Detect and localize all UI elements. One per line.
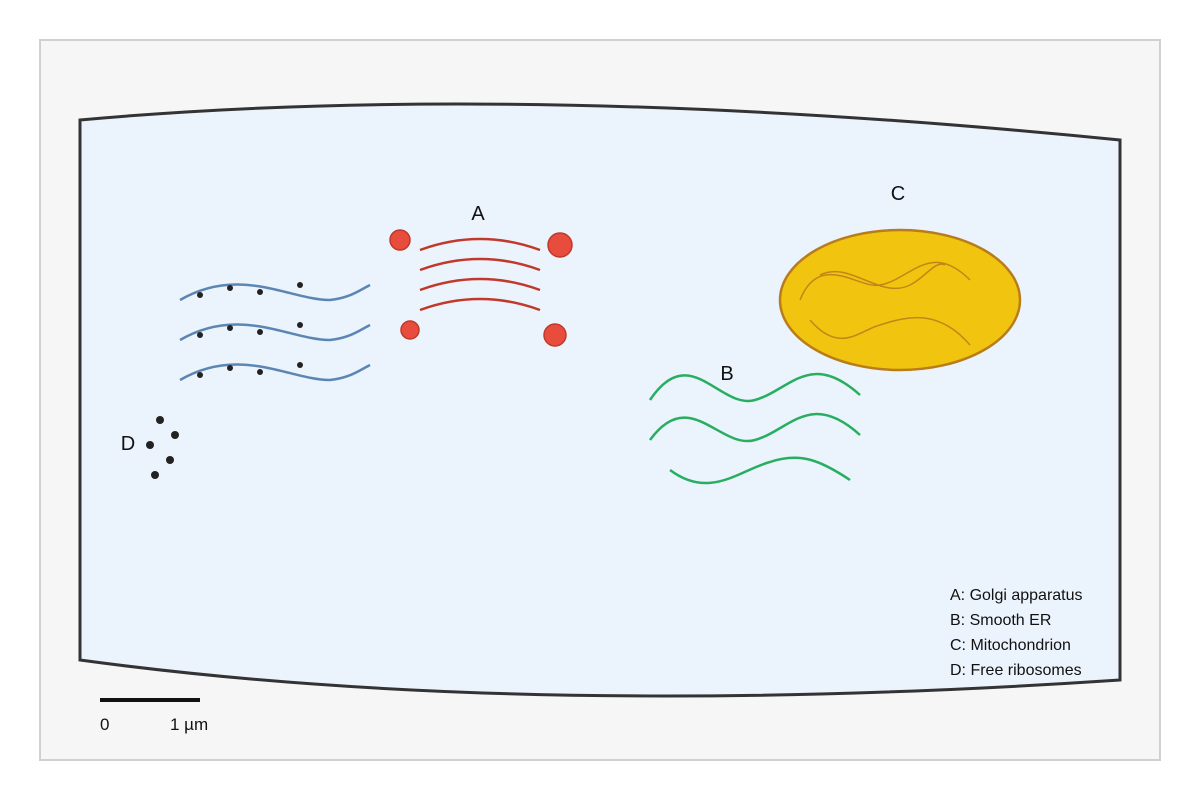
legend-item-mitochondrion: C: Mitochondrion — [950, 637, 1071, 654]
vesicle — [543, 323, 567, 347]
crista — [809, 316, 971, 346]
vesicle — [400, 320, 420, 340]
cristae — [799, 261, 971, 346]
free-ribosome — [146, 441, 154, 449]
label-smooth-er: B — [720, 363, 733, 385]
rough-er-membrane — [179, 323, 371, 342]
smooth-er-tubule — [648, 413, 861, 443]
bound-ribosome — [297, 322, 303, 328]
smooth-er-tubule — [648, 373, 861, 403]
bound-ribosome — [227, 285, 233, 291]
free-ribosome — [156, 416, 164, 424]
crista — [819, 263, 946, 290]
mitochondrion-outer-membrane — [778, 228, 1022, 372]
legend-item-ribosomes: D: Free ribosomes — [950, 662, 1082, 679]
cell-membrane — [78, 102, 1122, 698]
bound-ribosome — [257, 289, 263, 295]
bound-ribosome — [297, 282, 303, 288]
legend-item-golgi: A: Golgi apparatus — [950, 587, 1083, 604]
golgi-cisterna — [419, 257, 541, 272]
free-ribosomes — [146, 416, 179, 479]
golgi-cisterna — [419, 297, 541, 312]
vesicle — [389, 229, 411, 251]
scale-bar: 0 1 µm — [100, 698, 208, 734]
bound-ribosome — [197, 332, 203, 338]
free-ribosome — [151, 471, 159, 479]
golgi-cisterna — [419, 237, 541, 252]
bound-ribosome — [227, 365, 233, 371]
bound-ribosome — [297, 362, 303, 368]
scale-bar-start-label: 0 — [100, 715, 109, 734]
legend: A: Golgi apparatus B: Smooth ER C: Mitoc… — [950, 587, 1083, 679]
bound-ribosome — [197, 372, 203, 378]
scale-bar-end-label: 1 µm — [170, 715, 208, 734]
free-ribosome — [171, 431, 179, 439]
golgi-cisterna — [419, 277, 541, 292]
legend-item-smooth-er: B: Smooth ER — [950, 612, 1051, 629]
vesicle — [547, 232, 573, 258]
bound-ribosome — [227, 325, 233, 331]
bound-ribosome — [197, 292, 203, 298]
mitochondrion — [778, 228, 1022, 372]
free-ribosome — [166, 456, 174, 464]
label-ribosomes: D — [121, 433, 135, 455]
golgi-apparatus — [419, 237, 541, 312]
label-mitochondrion: C — [891, 183, 905, 205]
smooth-er — [648, 373, 861, 485]
rough-er — [179, 283, 371, 382]
label-golgi: A — [471, 203, 485, 225]
smooth-er-tubule — [669, 456, 851, 485]
golgi-vesicles — [389, 229, 573, 347]
rough-er-membrane — [179, 283, 371, 302]
bound-ribosome — [257, 329, 263, 335]
bound-ribosome — [257, 369, 263, 375]
rough-er-membrane — [179, 363, 371, 382]
bound-ribosomes — [197, 282, 303, 378]
